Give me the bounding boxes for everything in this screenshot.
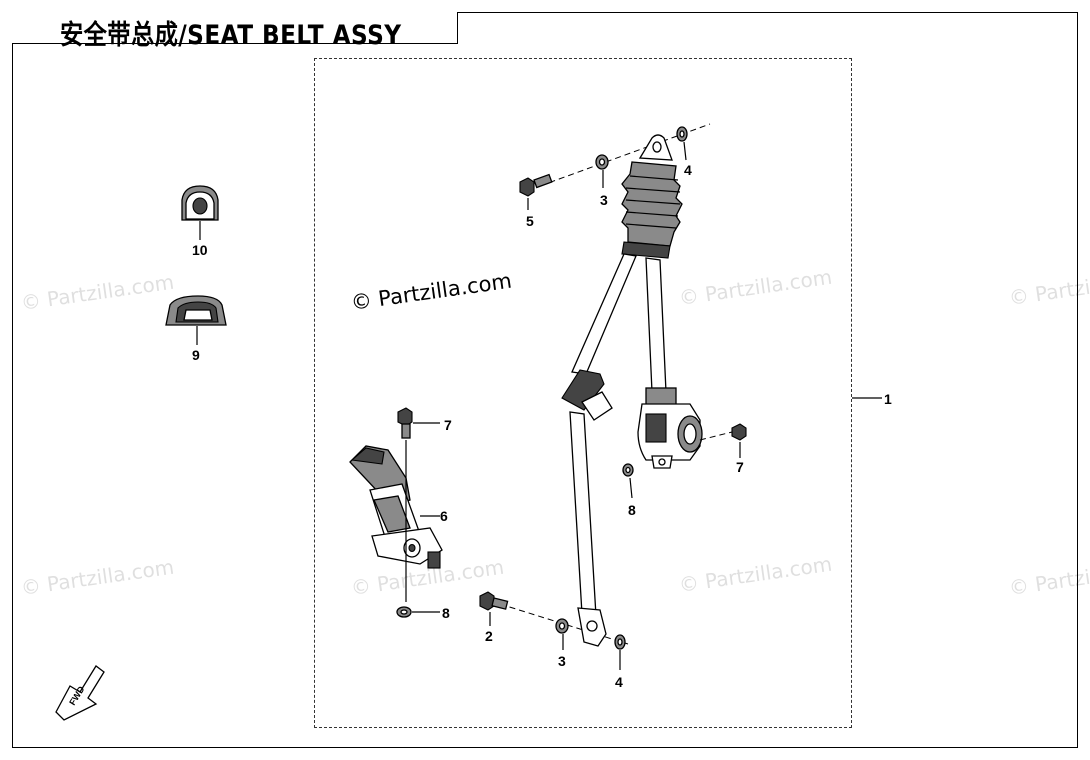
fwd-arrow-icon: FWD <box>55 665 105 721</box>
callout-1: 1 <box>884 391 892 407</box>
seat-belt-retractor <box>637 387 703 469</box>
part-6-buckle <box>349 407 443 602</box>
buckle-washer <box>396 606 440 618</box>
callout-8-left: 8 <box>442 605 450 621</box>
title-box: 安全带总成/SEAT BELT ASSY <box>12 12 458 51</box>
callout-3-lower: 3 <box>558 653 566 669</box>
upper-anchor-hardware <box>519 123 711 210</box>
part-9-guide-cover <box>165 295 227 345</box>
diagram-frame <box>12 12 1078 748</box>
watermark-main: © Partzilla.com <box>349 269 513 315</box>
callout-7-left: 7 <box>444 417 452 433</box>
callout-3-upper: 3 <box>600 192 608 208</box>
callout-10: 10 <box>192 242 208 258</box>
retractor-hardware <box>622 423 747 499</box>
assembly-boundary <box>314 58 852 728</box>
callout-4-upper: 4 <box>684 162 692 178</box>
diagram-title: 安全带总成/SEAT BELT ASSY <box>60 20 402 51</box>
callout-5: 5 <box>526 213 534 229</box>
watermark: © Partzilla.com <box>1007 555 1090 600</box>
watermark: © Partzilla.com <box>1007 265 1090 310</box>
callout-4-lower: 4 <box>615 674 623 690</box>
callout-9: 9 <box>192 347 200 363</box>
callout-2: 2 <box>485 628 493 644</box>
watermark: © Partzilla.com <box>677 265 833 310</box>
lower-anchor-hardware <box>479 591 629 670</box>
watermark: © Partzilla.com <box>677 552 833 597</box>
watermark: © Partzilla.com <box>19 555 175 600</box>
seat-belt-tongue <box>561 369 613 421</box>
part-10-guide-cap <box>181 185 219 240</box>
callout-8-right: 8 <box>628 502 636 518</box>
watermark: © Partzilla.com <box>349 555 505 600</box>
callout-7-right: 7 <box>736 459 744 475</box>
seat-belt-upper-guide <box>621 134 683 259</box>
callout-6: 6 <box>440 508 448 524</box>
watermark: © Partzilla.com <box>19 270 175 315</box>
